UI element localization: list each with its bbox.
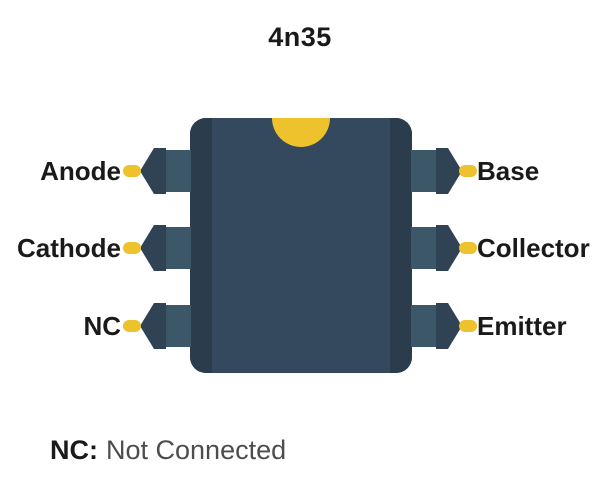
pin-cathode <box>123 225 191 271</box>
chip-left-edge <box>190 118 212 373</box>
pin-nc <box>123 303 191 349</box>
pin-collector <box>411 225 479 271</box>
pin-chevron-icon <box>140 148 166 194</box>
pin-base <box>411 148 479 194</box>
pin-label-collector: Collector <box>477 233 590 263</box>
pin-emitter <box>411 303 479 349</box>
pin-anode <box>123 148 191 194</box>
pin-body-segment <box>163 305 191 347</box>
pin-label-base: Base <box>477 156 540 186</box>
pin-body-segment <box>411 305 439 347</box>
pin-tip-icon <box>123 320 141 332</box>
pin-body-segment <box>163 150 191 192</box>
pin-body-segment <box>163 227 191 269</box>
pin-label-nc: NC <box>83 311 121 341</box>
pin-tip-icon <box>123 242 141 254</box>
pin-body-segment <box>411 227 439 269</box>
pin-body-segment <box>411 150 439 192</box>
chip-body <box>190 118 412 373</box>
pin-label-emitter: Emitter <box>477 311 567 341</box>
pin-label-cathode: Cathode <box>17 233 121 263</box>
pin-tip-icon <box>459 165 477 177</box>
pin-label-anode: Anode <box>40 156 121 186</box>
chip-right-edge <box>390 118 412 373</box>
pin-chevron-icon <box>436 303 462 349</box>
pin-chevron-icon <box>140 303 166 349</box>
footnote-abbr: NC: <box>50 435 98 465</box>
pin-chevron-icon <box>140 225 166 271</box>
footnote-text: Not Connected <box>106 435 287 465</box>
nc-footnote: NC: Not Connected <box>50 435 286 465</box>
chip-title: 4n35 <box>268 22 332 52</box>
pin-tip-icon <box>459 320 477 332</box>
pin-chevron-icon <box>436 148 462 194</box>
pin-tip-icon <box>459 242 477 254</box>
pin-tip-icon <box>123 165 141 177</box>
pin-chevron-icon <box>436 225 462 271</box>
